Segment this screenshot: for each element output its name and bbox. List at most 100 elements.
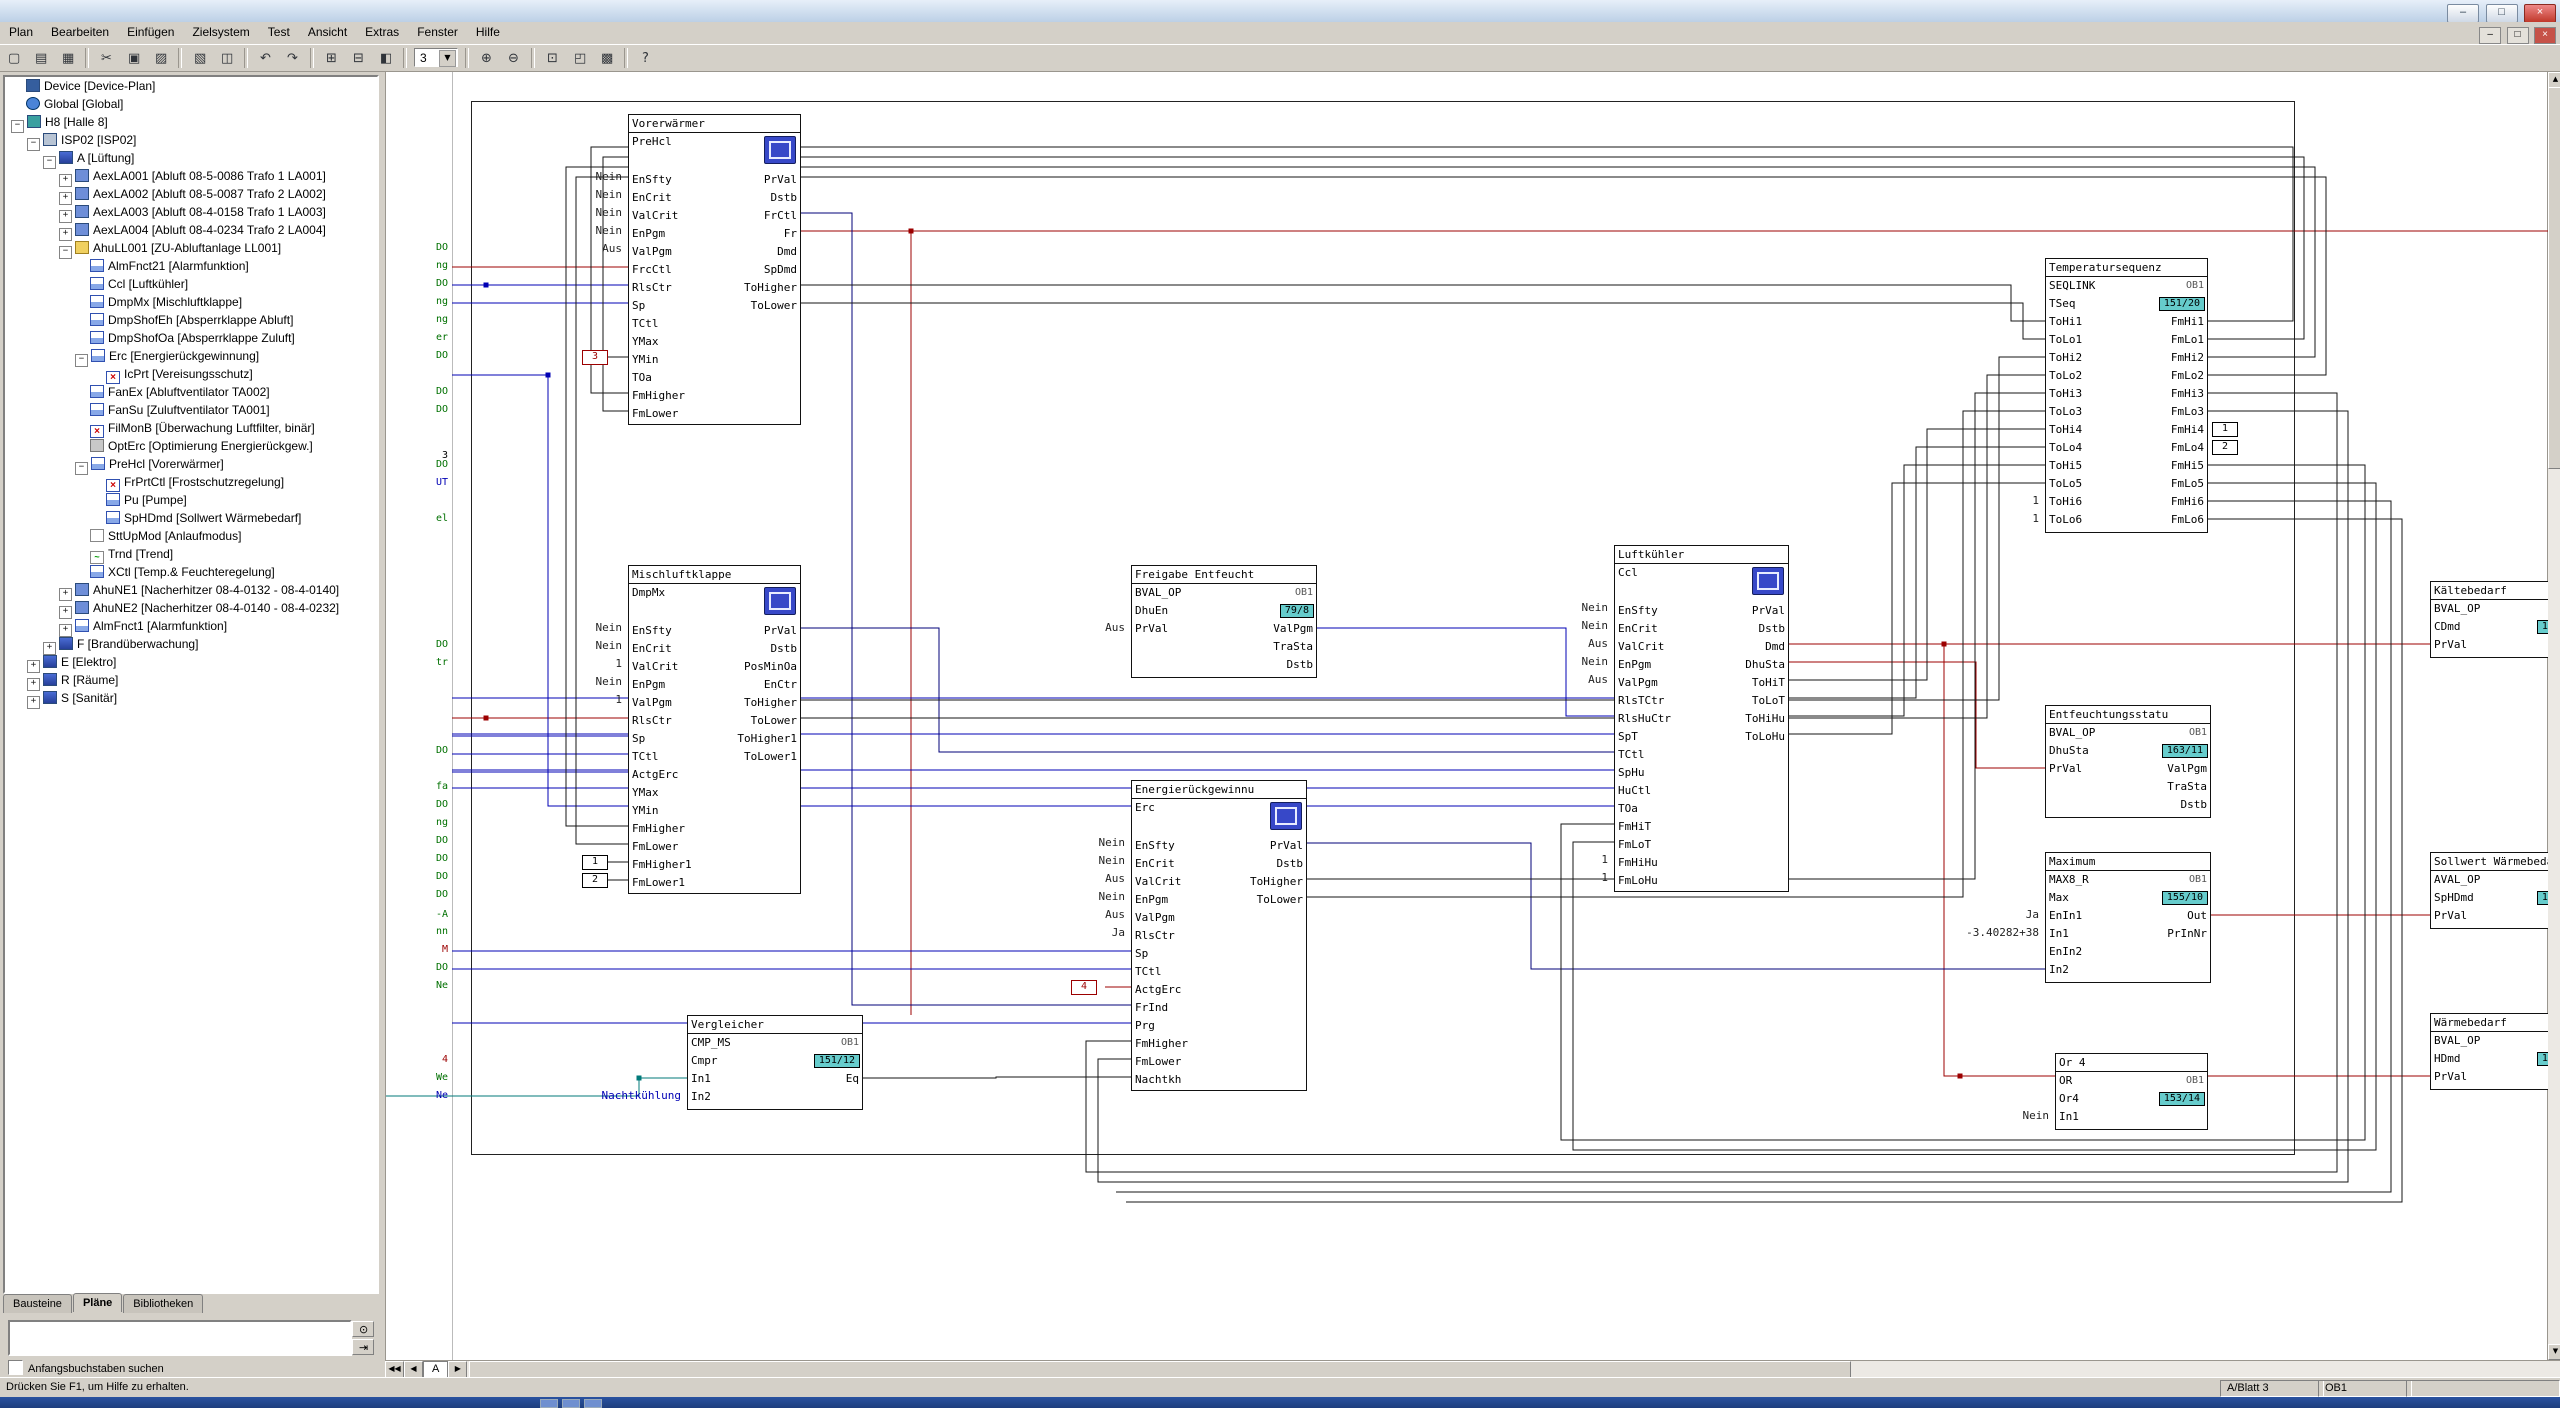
cut-button[interactable]: ✂ (94, 47, 119, 69)
block-tseq[interactable]: TemperatursequenzSEQLINKOB1TSeq151/20ToH… (2045, 258, 2208, 533)
overview-button[interactable]: ◰ (567, 47, 592, 69)
zoom-out-button[interactable]: ⊖ (501, 47, 526, 69)
tree-item-S[interactable]: +S [Sanitär] (5, 689, 377, 707)
print-preview-button[interactable]: ◫ (214, 47, 239, 69)
scroll-up-icon[interactable]: ▲ (2548, 72, 2560, 88)
menu-hilfe[interactable]: Hilfe (467, 22, 509, 44)
tree-item-Trnd[interactable]: Trnd [Trend] (5, 545, 377, 563)
block-cooler[interactable]: LuftkühlerCclEnSftyEnCritValCritEnPgmVal… (1614, 545, 1789, 892)
tree-item-Erc[interactable]: −Erc [Energierückgewinnung] (5, 347, 377, 365)
menu-zielsystem[interactable]: Zielsystem (183, 22, 258, 44)
taskbar-item[interactable] (584, 1399, 602, 1408)
menu-test[interactable]: Test (259, 22, 299, 44)
tree-item-R[interactable]: +R [Räume] (5, 671, 377, 689)
block-dampermix[interactable]: MischluftklappeDmpMxEnSftyEnCritValCritE… (628, 565, 801, 894)
chevron-down-icon[interactable]: ▼ (439, 50, 456, 67)
taskbar-item[interactable] (562, 1399, 580, 1408)
tree-item-DmpShofEh[interactable]: DmpShofEh [Absperrklappe Abluft] (5, 311, 377, 329)
tree-item-AhuLL001[interactable]: −AhuLL001 [ZU-Abluftanlage LL001] (5, 239, 377, 257)
save-button[interactable]: ▦ (55, 47, 80, 69)
horizontal-scrollbar[interactable]: ◀◀◀A▶ (385, 1360, 2560, 1378)
tab-bausteine[interactable]: Bausteine (3, 1294, 72, 1313)
block-dhusta[interactable]: EntfeuchtungsstatuBVAL_OPOB1DhuSta163/11… (2045, 705, 2211, 818)
block-or4[interactable]: Or 4OROB1Or4153/14In1 (2055, 1053, 2208, 1130)
tree-item-SttUpMod[interactable]: SttUpMod [Anlaufmodus] (5, 527, 377, 545)
plan-canvas[interactable]: DOngDOngngerDODODO3DOUTelDOtrDOfaDOngDOD… (385, 72, 2548, 1360)
tree-item-F[interactable]: +F [Brandüberwachung] (5, 635, 377, 653)
expander-icon[interactable]: + (27, 696, 40, 709)
tree-item-PreHcl[interactable]: −PreHcl [Vorerwärmer] (5, 455, 377, 473)
expander-icon[interactable]: − (75, 354, 88, 367)
context-help-button[interactable]: ? (633, 47, 658, 69)
tree-item-E[interactable]: +E [Elektro] (5, 653, 377, 671)
tree-item-AexLA004[interactable]: +AexLA004 [Abluft 08-4-0234 Trafo 2 LA00… (5, 221, 377, 239)
expander-icon[interactable]: − (27, 138, 40, 151)
insert-block-button[interactable]: ⊟ (346, 47, 371, 69)
grid-button[interactable]: ▩ (594, 47, 619, 69)
vertical-scroll-thumb[interactable] (2548, 87, 2560, 469)
tree-item-Global[interactable]: Global [Global] (5, 95, 377, 113)
new-button[interactable]: ▢ (1, 47, 26, 69)
scroll-down-icon[interactable]: ▼ (2548, 1344, 2560, 1360)
sheet-layout-button[interactable]: ◧ (373, 47, 398, 69)
tree-item-Pu[interactable]: Pu [Pumpe] (5, 491, 377, 509)
tree-item-FilMonB[interactable]: FilMonB [Überwachung Luftfilter, binär] (5, 419, 377, 437)
menu-extras[interactable]: Extras (356, 22, 408, 44)
fit-view-button[interactable]: ⊡ (540, 47, 565, 69)
redo-button[interactable]: ↷ (280, 47, 305, 69)
block-max[interactable]: MaximumMAX8_ROB1Max155/10EnIn1In1EnIn2In… (2045, 852, 2211, 983)
tree-item-Ccl[interactable]: Ccl [Luftkühler] (5, 275, 377, 293)
block-erc[interactable]: EnergierückgewinnuErcEnSftyEnCritValCrit… (1131, 780, 1307, 1091)
next-sheet-icon[interactable]: ▶ (448, 1361, 467, 1378)
expander-icon[interactable]: − (59, 246, 72, 259)
menu-plan[interactable]: Plan (0, 22, 42, 44)
tree-item-OptErc[interactable]: OptErc [Optimierung Energierückgew.] (5, 437, 377, 455)
horizontal-scroll-thumb[interactable] (469, 1361, 1851, 1378)
tree-item-ISP02[interactable]: −ISP02 [ISP02] (5, 131, 377, 149)
tab-pläne[interactable]: Pläne (73, 1293, 122, 1312)
first-sheet-icon[interactable]: ◀◀ (385, 1361, 404, 1378)
catalog-button[interactable]: ⊞ (319, 47, 344, 69)
tree-item-DmpShofOa[interactable]: DmpShofOa [Absperrklappe Zuluft] (5, 329, 377, 347)
tree-item-FanSu[interactable]: FanSu [Zuluftventilator TA001] (5, 401, 377, 419)
find-button[interactable]: ⊙ (352, 1321, 374, 1337)
block-hdmd[interactable]: WärmebedarfBVAL_OPOB1HDmd153/1PrVal (2430, 1013, 2548, 1090)
tree-item-DmpMx[interactable]: DmpMx [Mischluftklappe] (5, 293, 377, 311)
menu-bearbeiten[interactable]: Bearbeiten (42, 22, 118, 44)
window-minimize-button[interactable]: – (2447, 4, 2479, 23)
tree-item-Device[interactable]: Device [Device-Plan] (5, 77, 377, 95)
tree-item-H8[interactable]: −H8 [Halle 8] (5, 113, 377, 131)
tree-item-IcPrt[interactable]: IcPrt [Vereisungsschutz] (5, 365, 377, 383)
tree-item-AlmFnct21[interactable]: AlmFnct21 [Alarmfunktion] (5, 257, 377, 275)
print-button[interactable]: ▧ (187, 47, 212, 69)
project-tree[interactable]: Device [Device-Plan]Global [Global]−H8 [… (3, 75, 379, 1294)
menu-fenster[interactable]: Fenster (408, 22, 467, 44)
sheet-tab[interactable]: A (423, 1361, 448, 1378)
child-minimize-button[interactable]: – (2479, 27, 2501, 44)
expander-icon[interactable]: − (75, 462, 88, 475)
menu-einfügen[interactable]: Einfügen (118, 22, 183, 44)
find-next-button[interactable]: ⇥ (352, 1339, 374, 1355)
tree-item-AhuNE2[interactable]: +AhuNE2 [Nacherhitzer 08-4-0140 - 08-4-0… (5, 599, 377, 617)
windows-taskbar[interactable] (0, 1397, 2560, 1408)
tree-item-AlmFnct1[interactable]: +AlmFnct1 [Alarmfunktion] (5, 617, 377, 635)
menu-ansicht[interactable]: Ansicht (299, 22, 356, 44)
tree-item-XCtl[interactable]: XCtl [Temp.& Feuchteregelung] (5, 563, 377, 581)
window-maximize-button[interactable]: □ (2486, 4, 2518, 23)
block-preheater[interactable]: VorerwärmerPreHclEnSftyEnCritValCritEnPg… (628, 114, 801, 425)
tree-item-SpHDmd[interactable]: SpHDmd [Sollwert Wärmebedarf] (5, 509, 377, 527)
tree-item-FrPrtCtl[interactable]: FrPrtCtl [Frostschutzregelung] (5, 473, 377, 491)
vertical-scrollbar[interactable]: ▲ ▼ (2547, 72, 2560, 1360)
block-comparator[interactable]: VergleicherCMP_MSOB1Cmpr151/12In1In2Eq (687, 1015, 863, 1110)
tree-item-AexLA003[interactable]: +AexLA003 [Abluft 08-4-0158 Trafo 1 LA00… (5, 203, 377, 221)
tree-item-FanEx[interactable]: FanEx [Abluftventilator TA002] (5, 383, 377, 401)
child-restore-button[interactable]: □ (2507, 27, 2529, 44)
search-checkbox[interactable] (8, 1360, 23, 1375)
child-close-button[interactable]: × (2534, 27, 2556, 44)
tree-item-AexLA001[interactable]: +AexLA001 [Abluft 08-5-0086 Trafo 1 LA00… (5, 167, 377, 185)
quick-find-box[interactable] (8, 1320, 352, 1356)
window-close-button[interactable]: × (2524, 4, 2556, 23)
expander-icon[interactable]: − (11, 120, 24, 133)
block-dhuen[interactable]: Freigabe EntfeuchtBVAL_OPOB1DhuEn79/8PrV… (1131, 565, 1317, 678)
paste-button[interactable]: ▨ (148, 47, 173, 69)
